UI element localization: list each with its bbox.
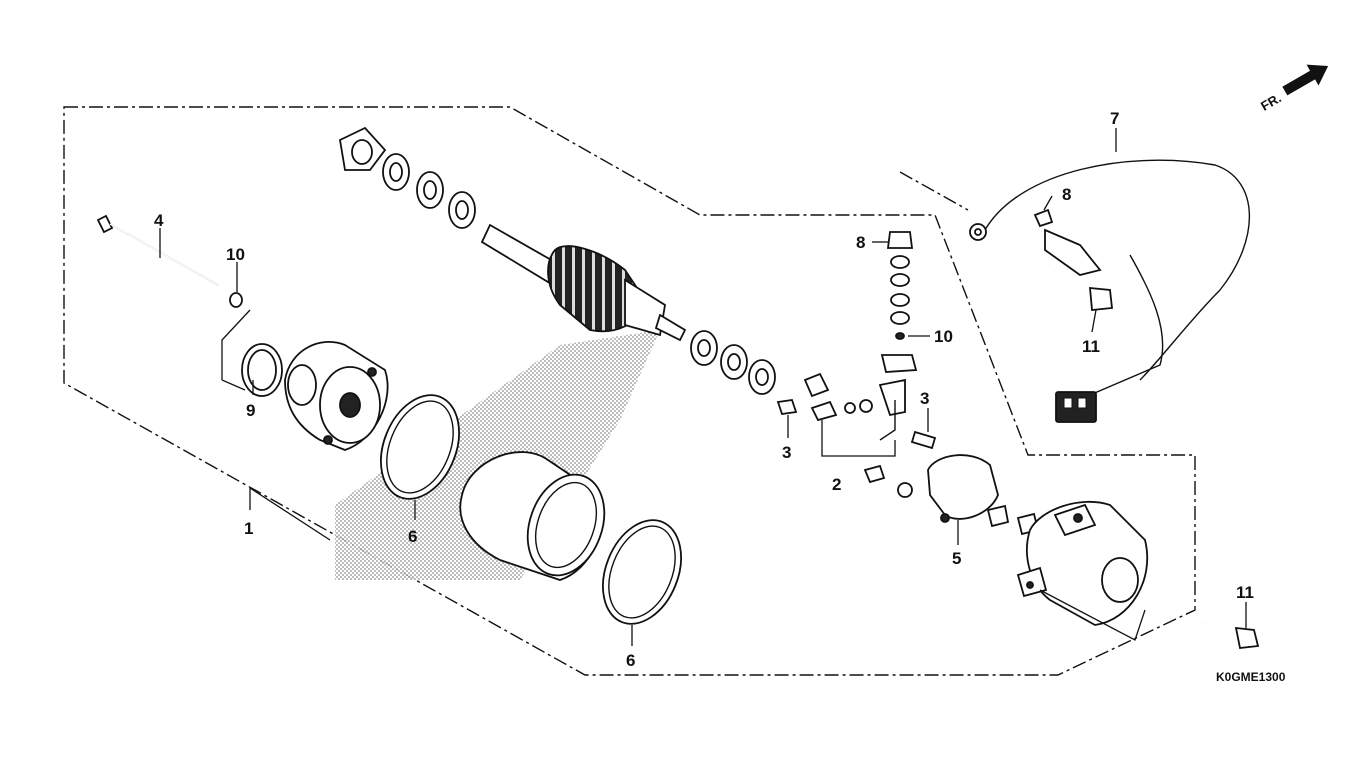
rear-mounting-bolt: [1204, 621, 1260, 649]
callout-9: 9: [246, 401, 255, 420]
gasket-rear: [602, 519, 682, 625]
o-ring-small-left: [229, 292, 243, 308]
rear-cover: [1016, 500, 1149, 626]
callout-11-rear: 11: [1236, 583, 1254, 602]
brush-holder: [927, 454, 1040, 536]
group-bracket-9: [221, 309, 251, 391]
armature: [480, 223, 687, 342]
callout-10-center: 10: [934, 327, 953, 346]
callout-7: 7: [1110, 109, 1119, 128]
front-bracket: [241, 341, 389, 451]
shaded-area: [335, 330, 660, 580]
callout-10-left: 10: [226, 245, 245, 264]
callout-2: 2: [832, 475, 841, 494]
callout-8-center: 8: [856, 233, 865, 252]
callout-6-rear: 6: [626, 651, 635, 670]
group-bracket-2: [821, 420, 896, 457]
gasket-front-inner: [386, 400, 454, 494]
front-direction-indicator: FR.: [1258, 64, 1329, 114]
cable-bolt: [1054, 271, 1113, 311]
rear-cover-leader: [1039, 589, 1146, 641]
callout-5: 5: [952, 549, 961, 568]
thrust-washers-front: [339, 126, 476, 229]
callout-4: 4: [154, 211, 164, 230]
leader-lines: [159, 128, 1247, 646]
callout-3-left: 3: [782, 443, 791, 462]
drawing-code: K0GME1300: [1216, 670, 1286, 684]
front-arrow-icon: [1282, 64, 1329, 96]
thrust-washers-rear: [690, 330, 776, 395]
callout-8-right: 8: [1062, 185, 1071, 204]
through-bolt: [96, 214, 219, 286]
callout-1: 1: [244, 519, 253, 538]
gasket-rear-inner: [608, 525, 676, 619]
callout-3-right: 3: [920, 389, 929, 408]
callout-6-front: 6: [408, 527, 417, 546]
yoke-motor-case: [459, 451, 606, 581]
starter-cable: [969, 159, 1251, 423]
sub-boundary-line: [899, 171, 969, 211]
terminal-washer-stack: [880, 231, 918, 373]
callout-11-cable: 11: [1082, 337, 1100, 356]
terminal-set: [776, 372, 937, 498]
front-label: FR.: [1258, 90, 1284, 113]
